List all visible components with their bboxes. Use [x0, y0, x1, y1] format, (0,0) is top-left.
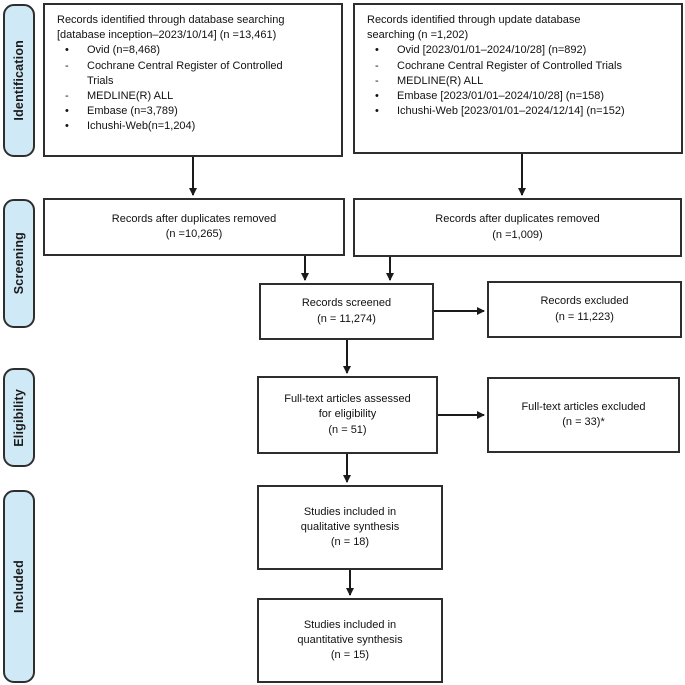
stage-label-screening: Screening	[12, 232, 26, 295]
list-item-label: Embase [2023/01/01–2024/10/28] (n=158)	[397, 89, 605, 102]
list-item: - Cochrane Central Register of Controlle…	[367, 59, 675, 74]
list-item: • Embase [2023/01/01–2024/10/28] (n=158)	[367, 89, 675, 104]
box-qualitative-synthesis: Studies included in qualitative synthesi…	[257, 485, 443, 570]
bullet-marker: -	[375, 74, 379, 87]
bullet-marker: •	[375, 89, 379, 102]
list-item-label: Ichushi-Web(n=1,204)	[87, 120, 196, 133]
stage-label-included: Included	[12, 560, 26, 613]
box-records-excluded: Records excluded (n = 11,223)	[487, 281, 682, 338]
box-database-searching-title: Records identified through database sear…	[57, 14, 285, 42]
bullet-marker: -	[65, 59, 69, 72]
box-duplicates-removed-left: Records after duplicates removed (n =10,…	[43, 198, 345, 256]
box-update-searching: Records identified through update databa…	[353, 3, 683, 154]
box-fulltext-excluded: Full-text articles excluded (n = 33)*	[487, 377, 680, 453]
stage-pill-identification: Identification	[3, 4, 35, 157]
box-update-searching-title: Records identified through update databa…	[367, 14, 581, 42]
list-item-label: Cochrane Central Register of Controlled …	[87, 59, 283, 87]
stage-pill-screening: Screening	[3, 199, 35, 328]
bullet-marker: •	[375, 44, 379, 57]
list-item: - Cochrane Central Register of Controlle…	[57, 59, 335, 89]
bullet-marker: -	[65, 89, 69, 102]
bullet-marker: •	[375, 105, 379, 118]
list-item: • Ovid [2023/01/01–2024/10/28] (n=892)	[367, 43, 675, 58]
stage-label-eligibility: Eligibility	[12, 388, 26, 447]
box-records-screened: Records screened (n = 11,274)	[259, 283, 434, 340]
box-quantitative-synthesis: Studies included in quantitative synthes…	[257, 598, 443, 683]
list-item-label: Ichushi-Web [2023/01/01–2024/12/14] (n=1…	[397, 105, 625, 118]
box-database-searching: Records identified through database sear…	[43, 3, 343, 157]
list-item: • Ichushi-Web(n=1,204)	[57, 119, 335, 134]
bullet-marker: •	[65, 120, 69, 133]
list-item-label: MEDLINE(R) ALL	[397, 74, 484, 87]
list-item-label: Cochrane Central Register of Controlled …	[397, 59, 622, 72]
list-item: - MEDLINE(R) ALL	[367, 74, 675, 89]
stage-pill-eligibility: Eligibility	[3, 368, 35, 467]
list-item: • Ovid (n=8,468)	[57, 43, 335, 58]
list-item: - MEDLINE(R) ALL	[57, 89, 335, 104]
box-fulltext-assessed: Full-text articles assessed for eligibil…	[257, 376, 438, 454]
list-item-label: Embase (n=3,789)	[87, 105, 178, 118]
list-item: • Ichushi-Web [2023/01/01–2024/12/14] (n…	[367, 104, 675, 119]
bullet-marker: -	[375, 59, 379, 72]
list-item-label: Ovid [2023/01/01–2024/10/28] (n=892)	[397, 44, 587, 57]
list-item-label: Ovid (n=8,468)	[87, 44, 161, 57]
stage-pill-included: Included	[3, 490, 35, 683]
list-item-label: MEDLINE(R) ALL	[87, 89, 174, 102]
box-duplicates-removed-right: Records after duplicates removed (n =1,0…	[353, 198, 682, 257]
bullet-marker: •	[65, 44, 69, 57]
stage-label-identification: Identification	[12, 40, 26, 121]
list-item: • Embase (n=3,789)	[57, 104, 335, 119]
bullet-marker: •	[65, 105, 69, 118]
